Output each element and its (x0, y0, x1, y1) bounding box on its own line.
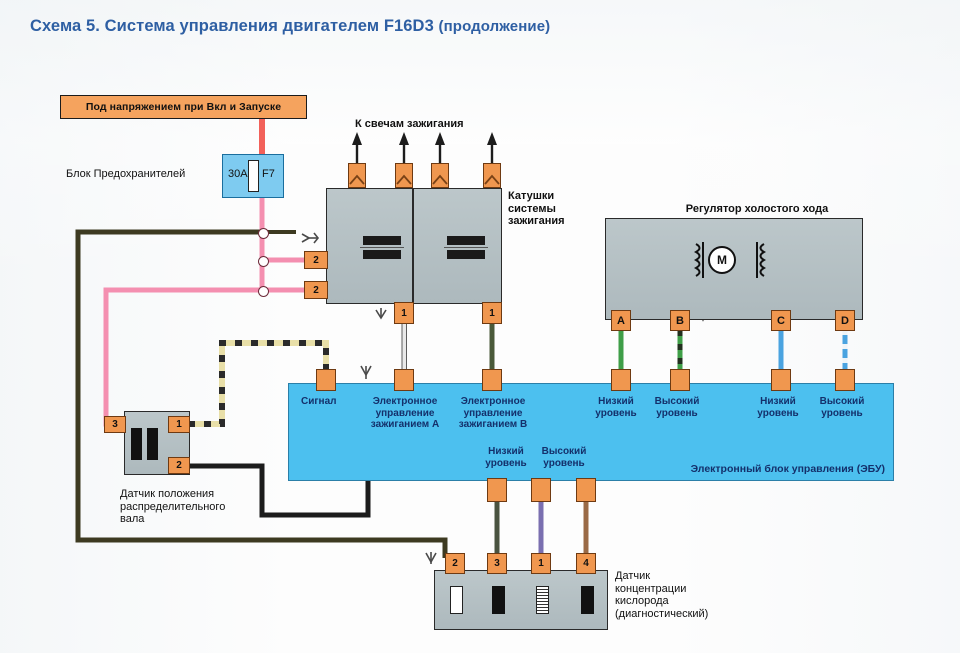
fuse-designation: F7 (262, 168, 275, 180)
ground-icon-o2-pin2 (425, 552, 437, 564)
o2-sensor-sense-element (536, 586, 549, 614)
ecu-bottom-terminal-extra[interactable] (576, 478, 596, 502)
wire-black-cam-to-ecu-ground (188, 463, 371, 518)
ignition-coils-label: Катушки системы зажигания (508, 190, 565, 227)
ecu-terminal-ign-b[interactable] (482, 369, 502, 391)
ground-icon-ecu-signal (360, 365, 372, 379)
o2-sensor-terminal-2[interactable]: 2 (445, 553, 465, 574)
page-title-continuation: (продолжение) (438, 18, 551, 35)
coil-core-a (360, 246, 404, 248)
ecu-bottom-terminal-high[interactable] (531, 478, 551, 502)
coil-winding-primary-a (363, 236, 401, 245)
fuse-rating: 30A (228, 168, 248, 180)
junction-node-2 (257, 255, 269, 267)
spark-plug-leads (355, 140, 494, 163)
cam-sensor-terminal-2[interactable]: 2 (168, 457, 190, 474)
coil-output-terminal-1b[interactable]: 1 (482, 302, 502, 324)
iac-terminal-b[interactable]: B (670, 310, 690, 331)
spark-plug-terminal-4[interactable] (483, 163, 501, 188)
cam-sensor-element-1 (131, 428, 142, 460)
spark-plug-label: К свечам зажигания (355, 118, 464, 130)
ecu-terminal-high-2[interactable] (835, 369, 855, 391)
page-title-main: Схема 5. Система управления двигателем F… (30, 17, 434, 35)
ecu-body: Сигнал Электронное управление зажиганием… (288, 383, 894, 481)
ignition-coils-body (326, 188, 502, 304)
ecu-terminal-low-1[interactable] (611, 369, 631, 391)
o2-sensor-label: Датчик концентрации кислорода (диагности… (615, 570, 709, 620)
ecu-terminal-label-high-1: Высокий уровень (654, 396, 700, 419)
spark-plug-terminal-3[interactable] (431, 163, 449, 188)
ecu-terminal-label-low-2: Низкий уровень (757, 396, 799, 419)
cam-sensor-label: Датчик положения распределительного вала (120, 488, 226, 525)
ecu-terminal-high-1[interactable] (670, 369, 690, 391)
ecu-bottom-terminal-label-high: Высокий уровень (541, 446, 587, 469)
ecu-terminal-label-ign-b: Электронное управление зажиганием В (458, 396, 528, 430)
coil-input-terminal-2b[interactable]: 2 (304, 281, 328, 299)
junction-node-3 (257, 285, 269, 297)
coil-winding-primary-b (447, 236, 485, 245)
o2-sensor-heater-element (450, 586, 463, 614)
o2-sensor-element-4 (581, 586, 594, 614)
coil-output-terminal-1a[interactable]: 1 (394, 302, 414, 324)
coil-input-terminal-2a[interactable]: 2 (304, 251, 328, 269)
junction-node-1 (257, 227, 269, 239)
wire-pink-to-cam-sensor (103, 287, 262, 427)
ecu-bottom-terminal-label-low: Низкий уровень (485, 446, 527, 469)
spark-plug-terminal-1[interactable] (348, 163, 366, 188)
o2-sensor-terminal-4[interactable]: 4 (576, 553, 596, 574)
iac-motor-icon: M (708, 246, 736, 274)
cam-sensor-terminal-1[interactable]: 1 (168, 416, 190, 433)
coil-core-b (444, 246, 488, 248)
ecu-terminal-low-2[interactable] (771, 369, 791, 391)
wire-yellow-black-stripe (188, 340, 329, 427)
ecu-terminal-signal[interactable] (316, 369, 336, 391)
wire-olive-ground-loop (75, 229, 262, 543)
o2-sensor-element-3 (492, 586, 505, 614)
iac-label: Регулятор холостого хода (685, 203, 829, 215)
ground-icon-coil-bottom (375, 308, 387, 320)
ecu-terminal-label-low-1: Низкий уровень (595, 396, 637, 419)
ignition-coils-divider (412, 188, 414, 302)
o2-sensor-body (434, 570, 608, 630)
coil-winding-secondary-b (447, 250, 485, 259)
spark-plug-arrowheads (352, 132, 497, 145)
power-source-banner: Под напряжением при Вкл и Запуске (60, 95, 307, 119)
ecu-terminal-ign-a[interactable] (394, 369, 414, 391)
ecu-terminal-label-signal: Сигнал (301, 396, 337, 407)
coil-winding-secondary-a (363, 250, 401, 259)
o2-sensor-terminal-3[interactable]: 3 (487, 553, 507, 574)
iac-terminal-a[interactable]: A (611, 310, 631, 331)
cam-sensor-element-2 (147, 428, 158, 460)
fuse-block-label: Блок Предохранителей (66, 168, 186, 180)
power-source-label: Под напряжением при Вкл и Запуске (85, 101, 282, 113)
ecu-terminal-label-high-2: Высокий уровень (819, 396, 865, 419)
spark-plug-terminal-2[interactable] (395, 163, 413, 188)
ecu-terminal-label-ign-a: Электронное управление зажиганием А (370, 396, 440, 430)
ecu-bottom-terminal-low[interactable] (487, 478, 507, 502)
cam-sensor-terminal-3[interactable]: 3 (104, 416, 126, 433)
page-title: Схема 5. Система управления двигателем F… (30, 17, 550, 36)
ecu-name-label: Электронный блок управления (ЭБУ) (690, 463, 885, 475)
iac-terminal-d[interactable]: D (835, 310, 855, 331)
iac-terminal-c[interactable]: C (771, 310, 791, 331)
ground-icon-coil-left (301, 232, 320, 244)
o2-sensor-terminal-1[interactable]: 1 (531, 553, 551, 574)
fuse-element-icon (248, 160, 259, 192)
wire-olive-to-o2-pin-2 (262, 537, 448, 558)
iac-body (605, 218, 863, 320)
